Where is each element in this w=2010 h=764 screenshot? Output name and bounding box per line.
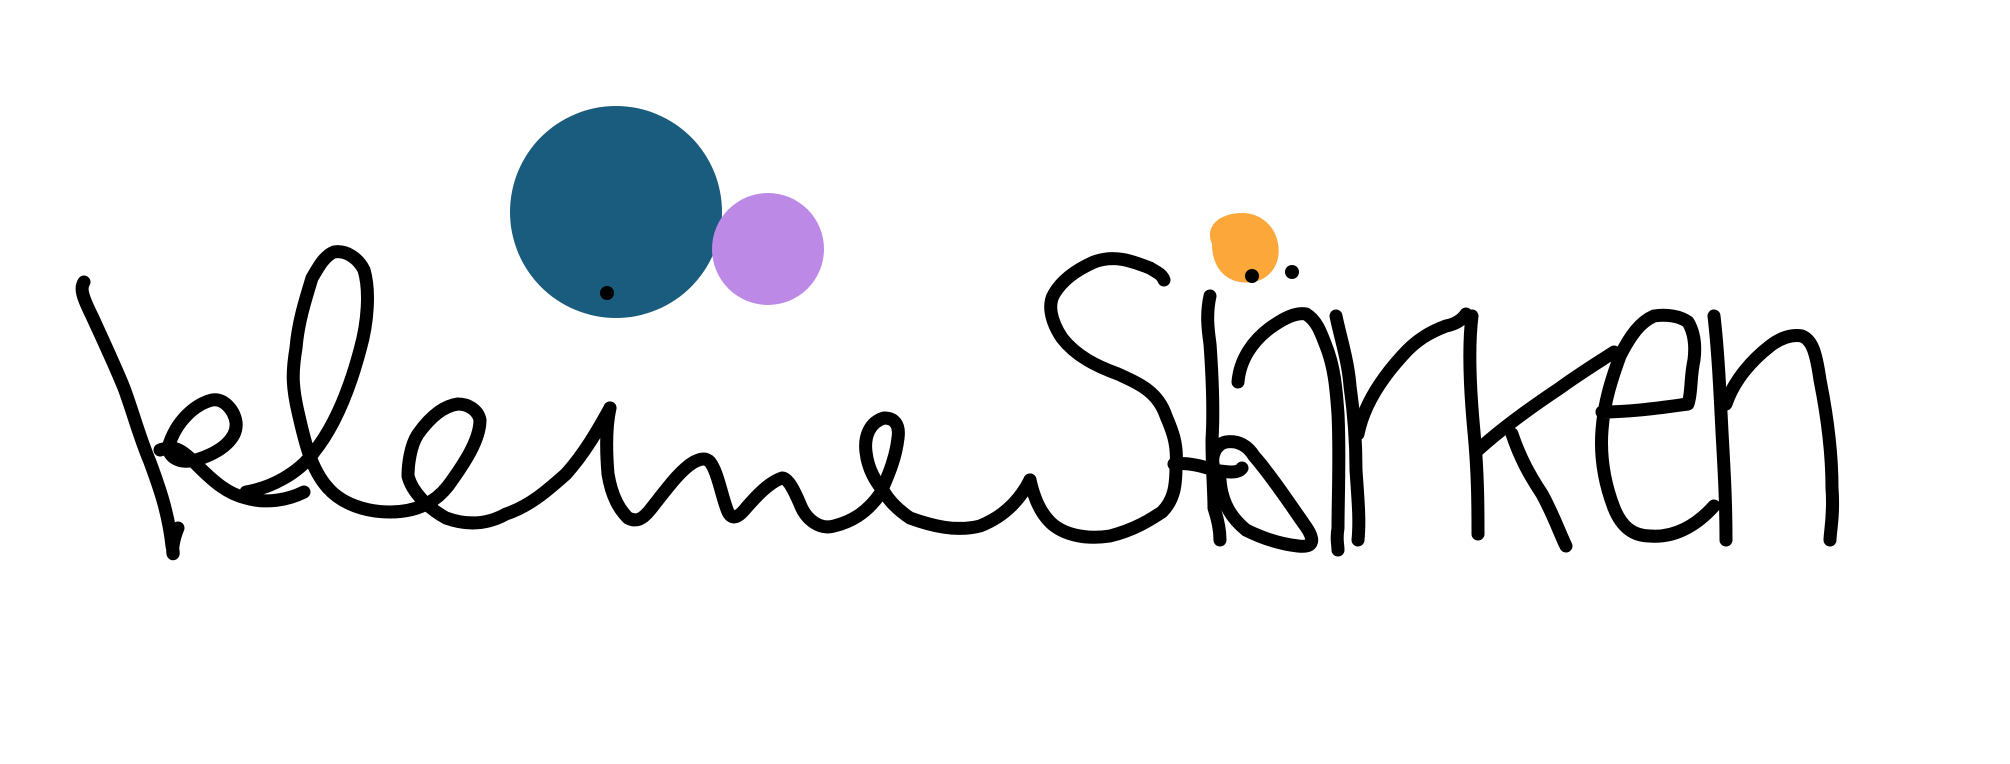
letter-t xyxy=(1231,307,1346,557)
letter-l1 xyxy=(161,245,374,499)
letter-s xyxy=(1201,289,1227,547)
dot-on-blue-circle xyxy=(600,286,614,300)
letter-m xyxy=(1023,252,1183,544)
letter-i xyxy=(600,401,905,534)
letter-a xyxy=(1206,435,1319,553)
letter-n2-arch xyxy=(1719,329,1840,547)
letter-e1 xyxy=(321,397,617,530)
letter-k xyxy=(75,275,185,561)
letter-k-kick xyxy=(153,441,311,508)
letter-k2-kick xyxy=(1505,427,1573,553)
letter-n2 xyxy=(1707,309,1733,547)
umlaut-dot-right xyxy=(1285,265,1299,279)
letter-r-arch xyxy=(1351,307,1473,441)
wordmark-handwriting xyxy=(75,245,1840,561)
umlaut-dot-left xyxy=(1245,269,1259,283)
medium-purple-circle xyxy=(712,193,824,305)
letter-k2-leg xyxy=(1471,345,1621,457)
letter-n xyxy=(859,411,1037,535)
small-orange-blob xyxy=(1209,212,1279,283)
large-blue-circle xyxy=(510,106,722,318)
letter-k2 xyxy=(1463,309,1485,541)
letter-e3 xyxy=(1595,308,1721,543)
